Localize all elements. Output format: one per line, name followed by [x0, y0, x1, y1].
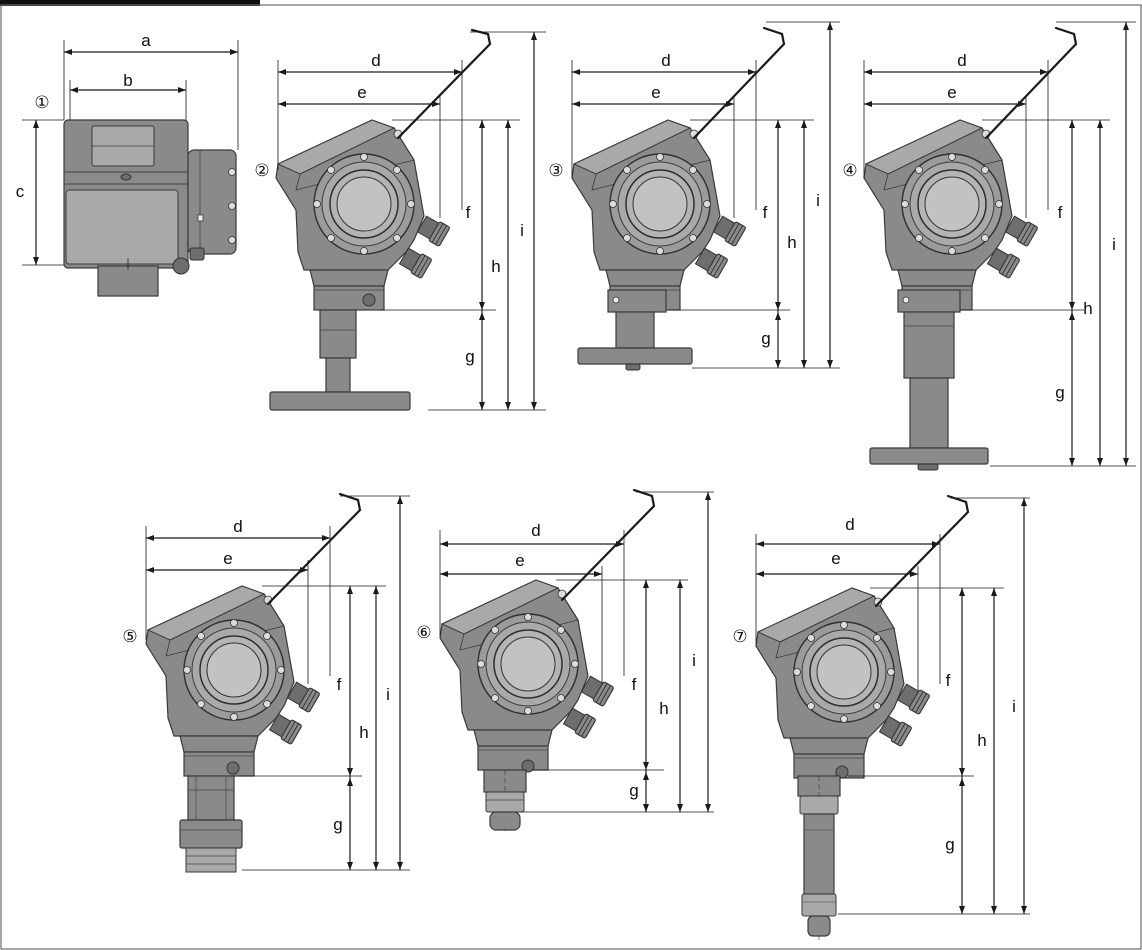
header-bar: [0, 0, 260, 6]
dim-label-h: h: [659, 699, 668, 718]
dim-label-c: c: [16, 182, 25, 201]
dim-label-i: i: [386, 685, 390, 704]
dim-label-f: f: [466, 203, 471, 222]
dim-label-h: h: [787, 233, 796, 252]
dim-label-g: g: [333, 815, 342, 834]
dim-label-f: f: [337, 675, 342, 694]
variant-5-dimensions: [145, 495, 410, 871]
variant-3-dimensions: [571, 21, 840, 369]
dim-label-h: h: [977, 731, 986, 750]
variant-4-device: [863, 26, 1078, 471]
variant-number-7: ⑦: [732, 627, 747, 647]
dim-label-g: g: [465, 347, 474, 366]
dim-label-e: e: [357, 83, 366, 102]
dim-label-i: i: [520, 221, 524, 240]
variant-1-device: [63, 119, 237, 297]
dim-label-i: i: [692, 651, 696, 670]
dim-label-i: i: [1112, 235, 1116, 254]
dim-label-d: d: [371, 51, 380, 70]
variant-number-2: ②: [254, 161, 269, 181]
dim-label-e: e: [515, 551, 524, 570]
dim-label-i: i: [1012, 697, 1016, 716]
dim-label-d: d: [845, 515, 854, 534]
variant-2-device: [269, 28, 492, 411]
dim-label-d: d: [531, 521, 540, 540]
dim-label-f: f: [946, 671, 951, 690]
dim-label-d: d: [661, 51, 670, 70]
dim-label-d: d: [957, 51, 966, 70]
dim-label-g: g: [945, 835, 954, 854]
variant-number-1: ①: [34, 93, 49, 113]
variant-number-6: ⑥: [416, 623, 431, 643]
frame-border: [0, 4, 1142, 950]
variant-4-dimensions: [863, 21, 1136, 467]
dim-label-a: a: [141, 31, 151, 50]
variant-6-dimensions: [439, 491, 714, 813]
variant-number-4: ④: [842, 161, 857, 181]
dim-label-e: e: [651, 83, 660, 102]
variant-7-device: [755, 494, 970, 940]
dim-label-h: h: [491, 257, 500, 276]
dim-label-g: g: [761, 329, 770, 348]
dim-label-g: g: [629, 781, 638, 800]
variant-7-dimensions: [755, 497, 1030, 915]
dim-label-e: e: [947, 83, 956, 102]
dim-label-e: e: [223, 549, 232, 568]
variant-5-device: [145, 492, 362, 873]
dim-label-h: h: [359, 723, 368, 742]
variant-2-dimensions: [277, 31, 546, 411]
dim-label-d: d: [233, 517, 242, 536]
dim-label-i: i: [816, 191, 820, 210]
dim-label-f: f: [632, 675, 637, 694]
variant-number-5: ⑤: [122, 627, 137, 647]
dim-label-b: b: [123, 71, 132, 90]
variant-6-device: [439, 488, 656, 832]
variant-3-device: [571, 26, 786, 371]
dim-label-h: h: [1083, 299, 1092, 318]
variant-number-3: ③: [548, 161, 563, 181]
dim-label-f: f: [763, 203, 768, 222]
dim-label-g: g: [1055, 383, 1064, 402]
variant-1-dimensions: [22, 40, 239, 266]
dim-label-f: f: [1058, 203, 1063, 222]
dim-label-e: e: [831, 549, 840, 568]
